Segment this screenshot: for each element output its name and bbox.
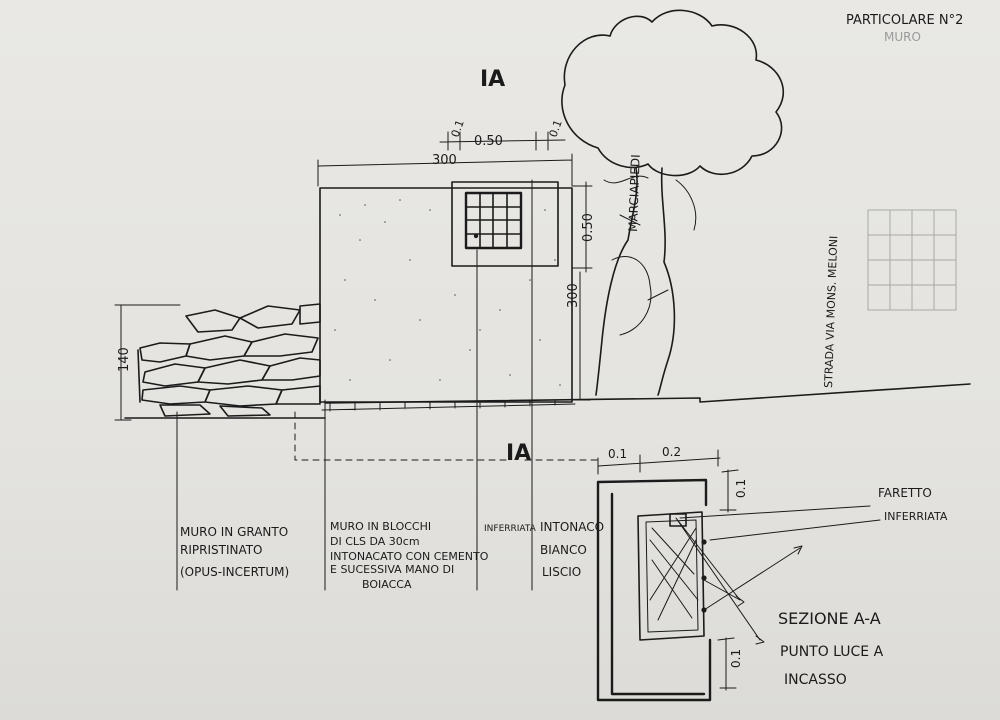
grate-height-dim-line bbox=[571, 181, 593, 273]
section-v-dim-bottom: 0.1 bbox=[729, 649, 743, 668]
grate-light-point bbox=[473, 233, 479, 239]
grate-width-dim: 0.50 bbox=[474, 134, 503, 149]
legend-plaster: INTONACO BIANCO LISCIO bbox=[540, 520, 604, 579]
svg-text:E SUCESSIVA MANO DI: E SUCESSIVA MANO DI bbox=[330, 563, 454, 576]
legend-stone-wall: MURO IN GRANTO RIPRISTINATO (OPUS-INCERT… bbox=[180, 525, 289, 579]
section-aa-drawing bbox=[596, 478, 803, 702]
svg-text:MURO IN GRANTO: MURO IN GRANTO bbox=[180, 525, 288, 539]
wall-width-dim-line bbox=[317, 153, 573, 187]
grate-recess bbox=[451, 181, 559, 267]
tree bbox=[561, 9, 785, 396]
light-label-line2: INCASSO bbox=[784, 672, 847, 688]
grate-side-left-dim: 0.1 bbox=[449, 118, 467, 139]
svg-text:DI CLS DA 30cm: DI CLS DA 30cm bbox=[330, 535, 420, 548]
svg-text:(OPUS-INCERTUM): (OPUS-INCERTUM) bbox=[180, 565, 289, 579]
ghost-window bbox=[867, 209, 957, 311]
leader-inferriata bbox=[709, 519, 881, 541]
grate-bars bbox=[465, 192, 522, 249]
grate-height-dim: 0.50 bbox=[581, 213, 596, 242]
stone-wall bbox=[137, 303, 321, 417]
section-v-dim-top-line bbox=[719, 469, 739, 513]
grate-width-dim-line bbox=[439, 131, 566, 151]
stone-height-dim-line bbox=[114, 304, 181, 421]
wall-base-blocks bbox=[321, 399, 576, 412]
svg-text:INTONACO: INTONACO bbox=[540, 520, 604, 534]
ground-line-right bbox=[324, 383, 971, 404]
wall-height-dim-line bbox=[573, 271, 591, 401]
section-cut-line bbox=[294, 411, 601, 461]
section-v-dim-top: 0.1 bbox=[734, 479, 748, 498]
inferriata-label: INFERRIATA bbox=[884, 510, 948, 523]
block-wall bbox=[319, 187, 573, 403]
svg-text:MURO IN BLOCCHI: MURO IN BLOCCHI bbox=[330, 520, 431, 533]
svg-text:BIANCO: BIANCO bbox=[540, 543, 587, 557]
section-dim-1: 0.1 bbox=[608, 447, 627, 461]
wall-width-dim: 300 bbox=[432, 153, 457, 168]
wall-height-dim: 300 bbox=[566, 283, 581, 308]
section-v-dim-bottom-line bbox=[717, 637, 737, 691]
grate-side-right-dim: 0.1 bbox=[547, 118, 565, 139]
legend-grate: INFERRIATA bbox=[484, 524, 537, 534]
sheet-title: PARTICOLARE N°2 bbox=[846, 13, 963, 28]
faretto-label: FARETTO bbox=[878, 486, 932, 500]
leader-faretto bbox=[679, 505, 871, 519]
section-dim-2: 0.2 bbox=[662, 445, 681, 459]
svg-text:RIPRISTINATO: RIPRISTINATO bbox=[180, 543, 263, 557]
tree-label: MARCIAPIEDI bbox=[626, 154, 643, 232]
light-label-line1: PUNTO LUCE A bbox=[780, 644, 884, 660]
section-marker-top: IA bbox=[480, 67, 505, 92]
street-label: STRADA VIA MONS. MELONI bbox=[822, 236, 840, 389]
section-title: SEZIONE A-A bbox=[778, 609, 881, 628]
svg-text:LISCIO: LISCIO bbox=[542, 565, 581, 579]
legend-block-wall: MURO IN BLOCCHI DI CLS DA 30cm INTONACAT… bbox=[330, 520, 489, 591]
stone-height-dim: 140 bbox=[117, 347, 132, 372]
svg-text:INFERRIATA: INFERRIATA bbox=[484, 524, 537, 534]
sheet-subtitle: MURO bbox=[884, 30, 921, 44]
section-marker-bottom: IA bbox=[506, 441, 531, 466]
section-h-dim-line bbox=[597, 449, 721, 475]
svg-text:INTONACATO CON CEMENTO: INTONACATO CON CEMENTO bbox=[330, 550, 489, 563]
svg-text:BOIACCA: BOIACCA bbox=[362, 578, 412, 591]
plaster-texture bbox=[334, 199, 561, 386]
